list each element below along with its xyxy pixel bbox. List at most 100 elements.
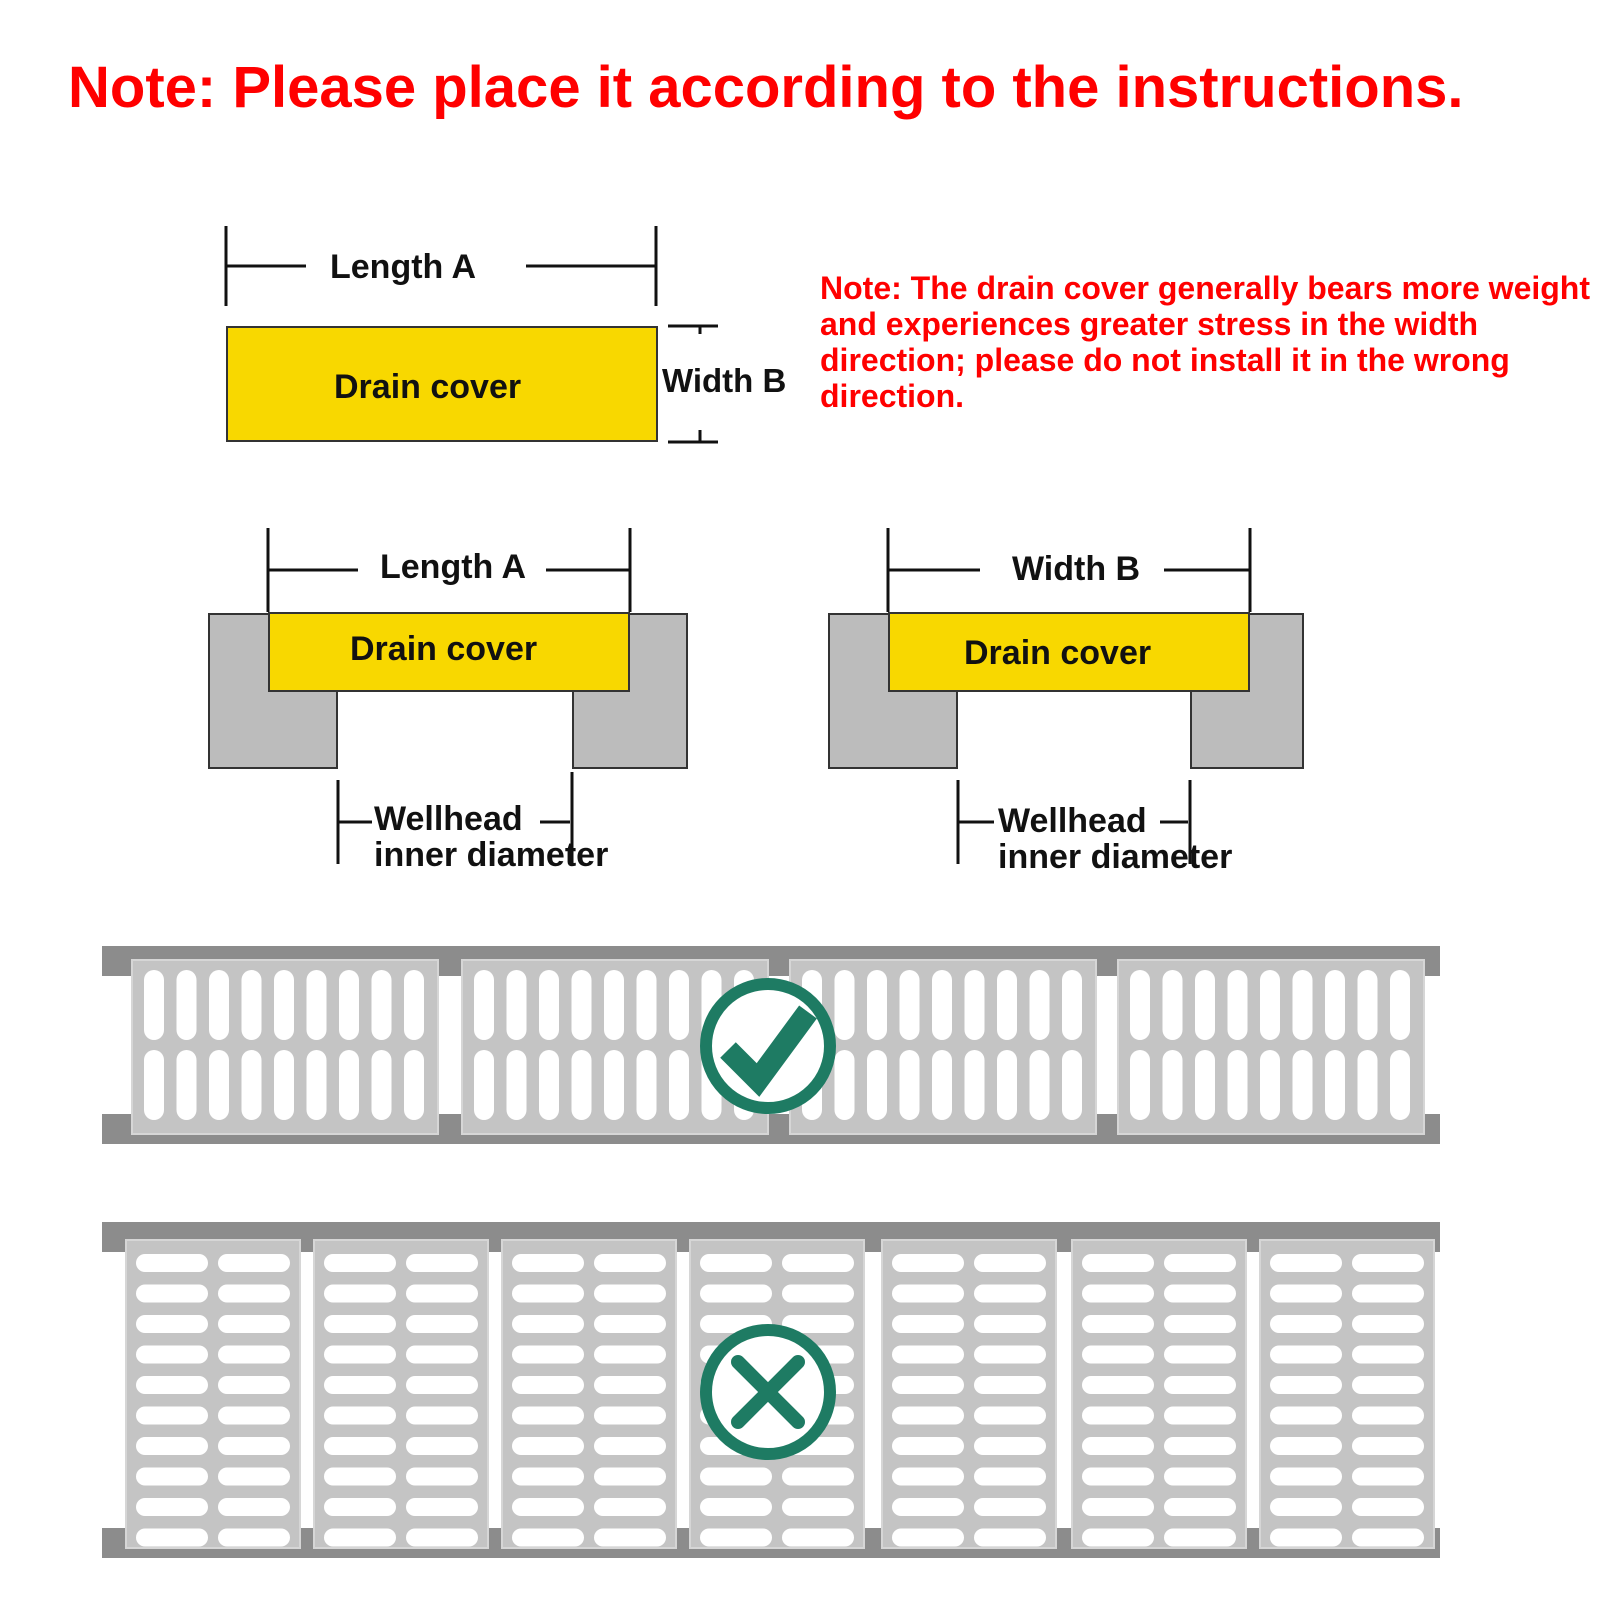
grate-slot	[782, 1284, 854, 1303]
right-wellhead-line1: Wellhead	[998, 802, 1147, 840]
grate-slot	[899, 1050, 920, 1120]
grate-slot	[218, 1254, 290, 1272]
grate-slot	[1270, 1376, 1342, 1394]
grate-slot	[594, 1467, 666, 1486]
grate-slot	[1162, 970, 1183, 1040]
grate-slot	[506, 1050, 527, 1120]
grate-slot	[1082, 1345, 1154, 1364]
grate-slot	[136, 1345, 208, 1364]
grate-slot	[512, 1284, 584, 1303]
grate-slot	[892, 1254, 964, 1272]
grate-slot	[974, 1284, 1046, 1303]
grate-slot	[669, 1050, 689, 1120]
grate-slot	[1325, 1050, 1345, 1120]
grate-slot	[539, 970, 559, 1040]
grate-slot	[512, 1376, 584, 1394]
right-cover-label: Drain cover	[964, 634, 1152, 672]
grate-slot	[974, 1376, 1046, 1394]
wrong-orientation-strip	[102, 1222, 1440, 1558]
grate-slot	[406, 1376, 478, 1394]
grate-slot	[604, 1050, 624, 1120]
grate-slot	[1390, 1050, 1410, 1120]
grate-slot	[1270, 1498, 1342, 1516]
grate-slot	[324, 1467, 396, 1486]
grate-slot	[892, 1528, 964, 1547]
grate-slot	[512, 1498, 584, 1516]
grate-slot	[1029, 1050, 1050, 1120]
grate-slot	[1130, 1050, 1150, 1120]
grate-slot	[324, 1254, 396, 1272]
grate-slot	[512, 1406, 584, 1425]
grate-slot	[136, 1406, 208, 1425]
grate-slot	[1195, 1050, 1215, 1120]
grate-slot	[324, 1406, 396, 1425]
grate-slot	[1352, 1315, 1424, 1333]
grate-slot	[1352, 1528, 1424, 1547]
grate-slot	[136, 1376, 208, 1394]
grate-slot	[964, 1050, 985, 1120]
grate-slot	[700, 1254, 772, 1272]
grate-slot	[512, 1467, 584, 1486]
grate-slot	[539, 1050, 559, 1120]
grate-slot	[594, 1376, 666, 1394]
grate-slot	[1270, 1406, 1342, 1425]
grate-slot	[700, 1467, 772, 1486]
grate-slot	[594, 1406, 666, 1425]
grate-slot	[406, 1406, 478, 1425]
grate-slot	[1082, 1498, 1154, 1516]
correct-orientation-strip	[102, 946, 1440, 1144]
grate-slot	[306, 970, 327, 1040]
grate-slot	[594, 1284, 666, 1303]
grate-slot	[406, 1345, 478, 1364]
grate-slot	[404, 970, 424, 1040]
grate-slot	[474, 1050, 494, 1120]
grate-slot	[1270, 1437, 1342, 1455]
grate-slot	[512, 1254, 584, 1272]
grate-slot	[974, 1498, 1046, 1516]
grate-slot	[1062, 970, 1082, 1040]
grate-slot	[669, 970, 689, 1040]
grate-slot	[136, 1315, 208, 1333]
grate-slot	[867, 1050, 887, 1120]
grate-slot	[1270, 1528, 1342, 1547]
grate-slot	[782, 1254, 854, 1272]
grate-slot	[176, 1050, 197, 1120]
grate-slot	[997, 970, 1017, 1040]
grate-slot	[1352, 1345, 1424, 1364]
grate-slot	[136, 1284, 208, 1303]
grate-slot	[892, 1315, 964, 1333]
grate-slot	[1164, 1437, 1236, 1455]
grate-slot	[218, 1376, 290, 1394]
grate-slot	[1164, 1345, 1236, 1364]
grate-slot	[339, 970, 359, 1040]
grate-slot	[1130, 970, 1150, 1040]
grate-slot	[974, 1467, 1046, 1486]
top-cover-label: Drain cover	[334, 368, 522, 406]
grate-slot	[218, 1406, 290, 1425]
grate-slot	[406, 1315, 478, 1333]
grate-slot	[1270, 1467, 1342, 1486]
stress-note: Note: The drain cover generally bears mo…	[820, 270, 1590, 414]
grate-slot	[1082, 1284, 1154, 1303]
grate-slot	[1082, 1528, 1154, 1547]
grate-slot	[209, 970, 229, 1040]
grate-slot	[136, 1467, 208, 1486]
grate-slot	[1352, 1376, 1424, 1394]
grate-slot	[1270, 1254, 1342, 1272]
grate-slot	[218, 1437, 290, 1455]
grate-slot	[1352, 1406, 1424, 1425]
grate-slot	[1195, 970, 1215, 1040]
grate-slot	[406, 1437, 478, 1455]
grate-slot	[406, 1498, 478, 1516]
grate-slot	[324, 1498, 396, 1516]
grate-slot	[324, 1437, 396, 1455]
grate-slot	[1164, 1467, 1236, 1486]
grate-slot	[371, 970, 392, 1040]
grate-slot	[1082, 1254, 1154, 1272]
grate-slot	[176, 970, 197, 1040]
grate-slot	[892, 1284, 964, 1303]
grate-slot	[136, 1528, 208, 1547]
grate-slot	[371, 1050, 392, 1120]
grate-slot	[136, 1254, 208, 1272]
